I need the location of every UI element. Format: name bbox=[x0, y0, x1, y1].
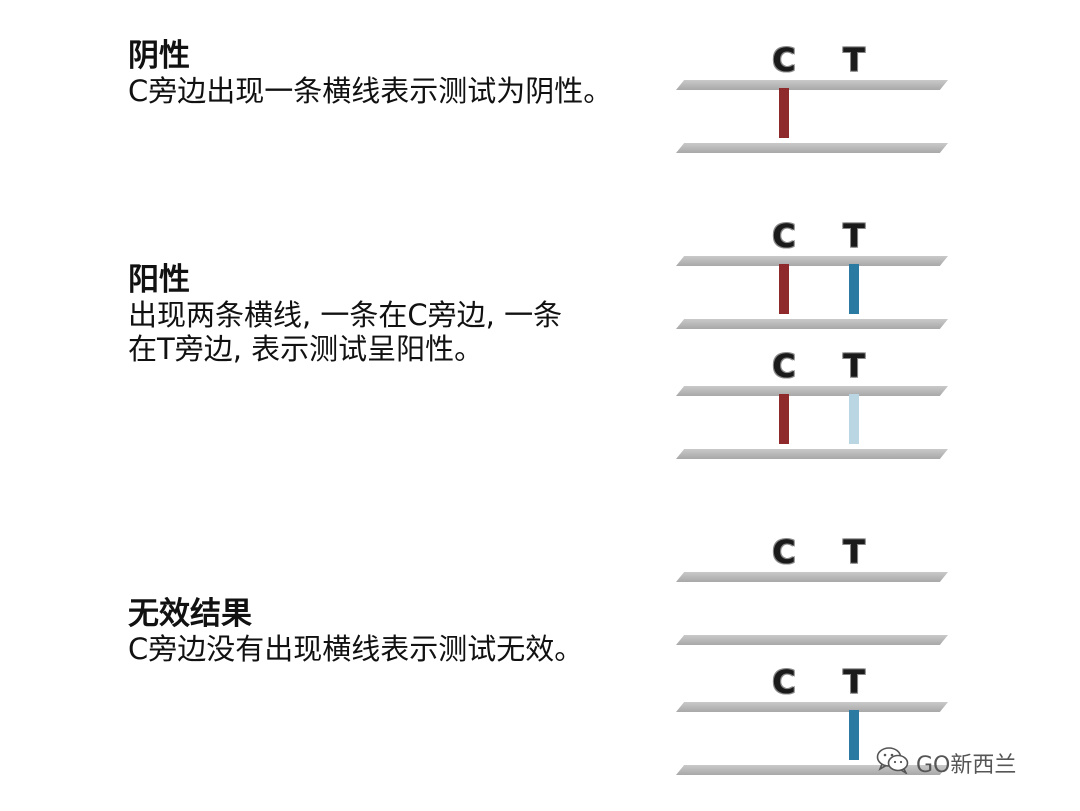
test-label: T bbox=[843, 533, 865, 571]
strip-top-plate bbox=[676, 256, 948, 266]
control-line bbox=[779, 264, 789, 314]
strip-bottom-plate bbox=[676, 319, 948, 329]
control-label: C bbox=[772, 533, 796, 571]
desc-invalid-line-1: C旁边没有出现横线表示测试无效。 bbox=[128, 632, 584, 666]
test-label: T bbox=[843, 217, 865, 255]
strip-top-plate bbox=[676, 80, 948, 90]
control-label: C bbox=[772, 217, 796, 255]
test-line bbox=[849, 710, 859, 760]
control-label: C bbox=[772, 347, 796, 385]
strip-top-plate bbox=[676, 386, 948, 396]
strip-bottom-plate bbox=[676, 449, 948, 459]
desc-positive-line-2: 在T旁边, 表示测试呈阳性。 bbox=[128, 332, 484, 366]
test-label: T bbox=[843, 347, 865, 385]
strip-bottom-plate bbox=[676, 765, 948, 775]
control-label: C bbox=[772, 663, 796, 701]
strip-top-plate bbox=[676, 702, 948, 712]
watermark: GO新西兰 bbox=[876, 746, 1017, 780]
strip-bottom-plate bbox=[676, 143, 948, 153]
desc-negative-line-1: C旁边出现一条横线表示测试为阴性。 bbox=[128, 74, 613, 108]
watermark-text: GO新西兰 bbox=[916, 753, 1017, 778]
control-line bbox=[779, 394, 789, 444]
section-negative: 阴性 C旁边出现一条横线表示测试为阴性。 bbox=[128, 38, 612, 108]
wechat-icon bbox=[876, 746, 910, 780]
test-label: T bbox=[843, 663, 865, 701]
control-label: C bbox=[772, 41, 796, 79]
strip-top-plate bbox=[676, 572, 948, 582]
desc-positive-line-1: 出现两条横线, 一条在C旁边, 一条 bbox=[128, 298, 563, 332]
test-label: T bbox=[843, 41, 865, 79]
strip-bottom-plate bbox=[676, 635, 948, 645]
control-line bbox=[779, 88, 789, 138]
heading-negative: 阴性 bbox=[128, 38, 190, 74]
heading-invalid: 无效结果 bbox=[128, 596, 252, 632]
heading-positive: 阳性 bbox=[128, 262, 190, 298]
test-line bbox=[849, 394, 859, 444]
section-positive: 阳性 出现两条横线, 一条在C旁边, 一条 在T旁边, 表示测试呈阳性。 bbox=[128, 262, 562, 366]
section-invalid: 无效结果 C旁边没有出现横线表示测试无效。 bbox=[128, 596, 583, 666]
test-line bbox=[849, 264, 859, 314]
